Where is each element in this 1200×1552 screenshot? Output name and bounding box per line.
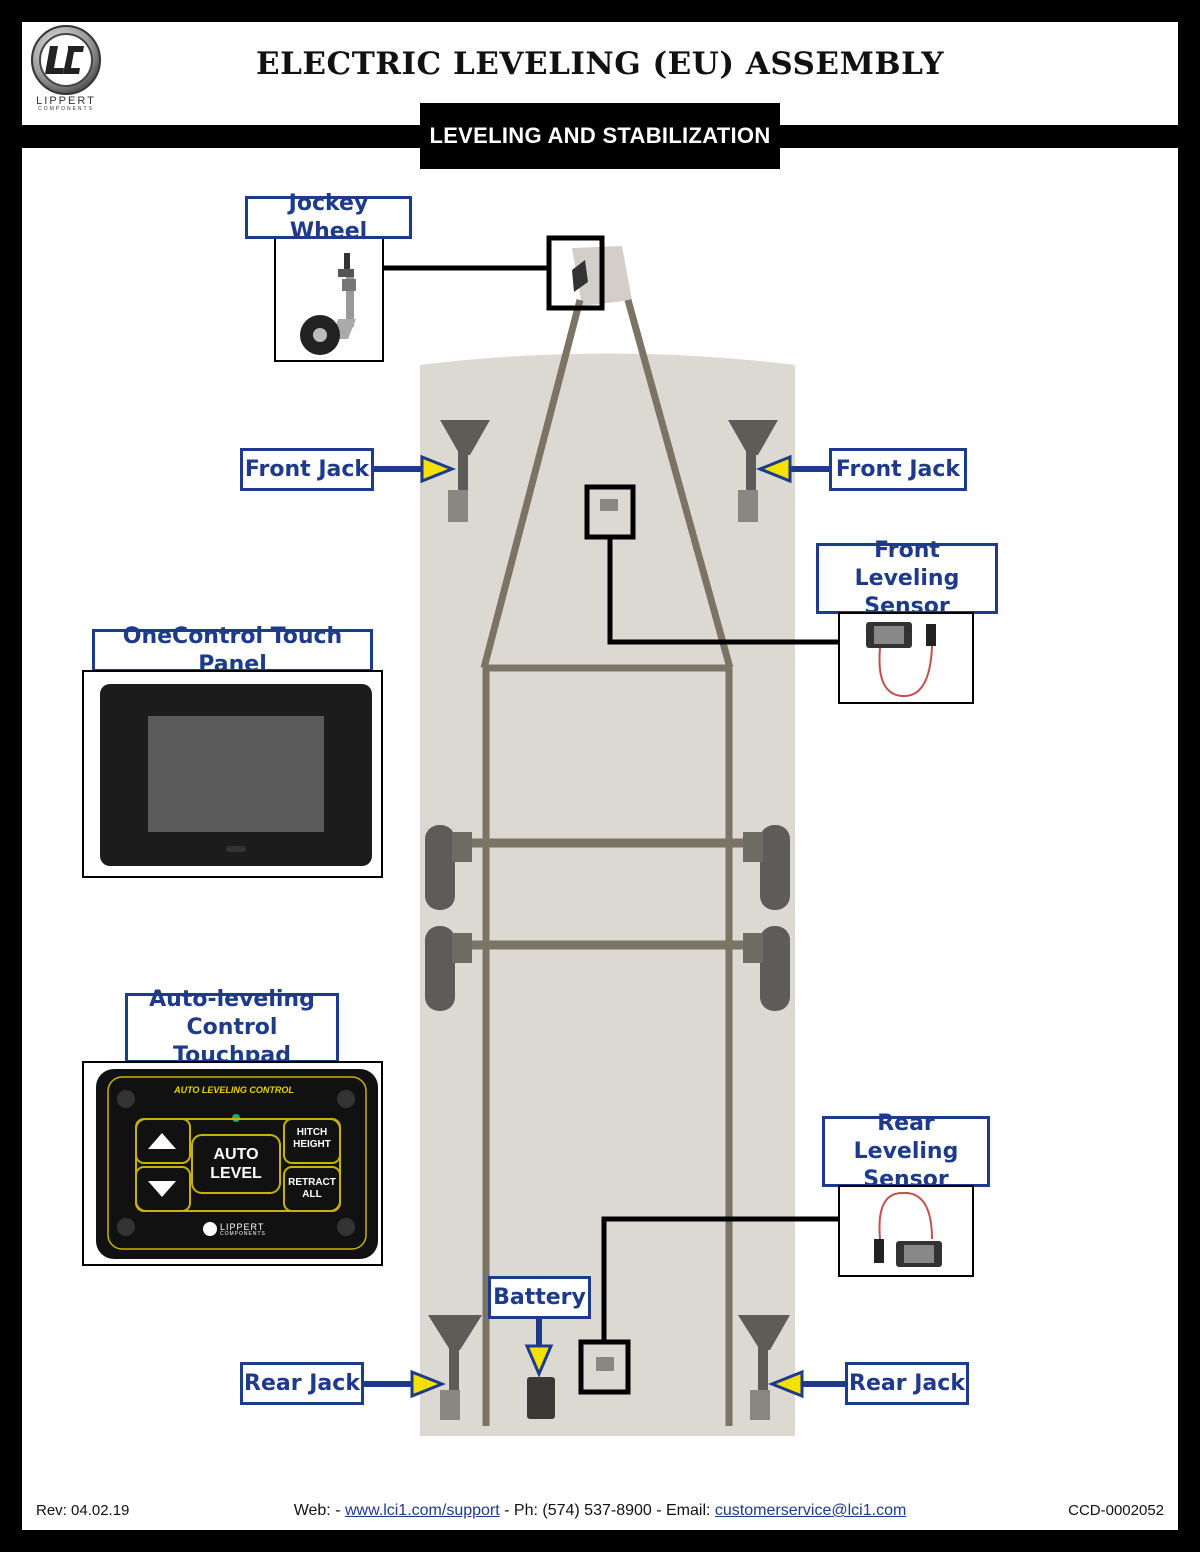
hitch-height-button[interactable]: HITCH HEIGHT — [284, 1127, 340, 1151]
label-touchpad-line1: Auto-leveling — [149, 987, 315, 1012]
logo-sub-text: COMPONENTS — [38, 106, 94, 112]
footer-web-link[interactable]: www.lci1.com/support — [344, 1502, 500, 1519]
label-front-leveling-sensor: Front Leveling Sensor — [816, 538, 998, 619]
footer-doc-id: CCD-0002052 — [1068, 1502, 1164, 1519]
page-title: ELECTRIC LEVELING (EU) ASSEMBLY — [255, 46, 945, 82]
front-jacks — [440, 420, 778, 522]
jockey-highlight — [546, 235, 605, 311]
auto-level-button[interactable]: AUTO LEVEL — [192, 1145, 280, 1183]
down-arrow-icon — [148, 1181, 176, 1197]
hitch-line1: HITCH — [296, 1127, 328, 1138]
auto-level-line1: AUTO — [213, 1146, 259, 1163]
front-sensor-image — [838, 612, 974, 704]
trailer-body — [420, 353, 795, 1436]
leader-lines — [383, 265, 840, 1342]
retract-line1: RETRACT — [288, 1177, 336, 1188]
label-auto-leveling-touchpad: Auto-leveling Control Touchpad — [125, 987, 339, 1068]
label-rear-jack-left: Rear Jack — [240, 1362, 364, 1405]
label-rear-jack-right: Rear Jack — [845, 1362, 969, 1405]
auto-level-line2: LEVEL — [210, 1165, 262, 1182]
chassis-frame — [455, 299, 760, 1426]
label-front-jack-right: Front Jack — [829, 448, 967, 491]
touch-panel-icon — [100, 684, 372, 866]
label-rear-leveling-sensor: Rear Leveling Sensor — [822, 1111, 990, 1192]
section-banner: LEVELING AND STABILIZATION — [420, 103, 780, 169]
touchpad-brand: LIPPERT — [220, 1222, 265, 1232]
wheels — [425, 825, 790, 1011]
retract-all-button[interactable]: RETRACT ALL — [284, 1177, 340, 1201]
footer-web-prefix: Web: - — [293, 1502, 345, 1519]
label-battery: Battery — [488, 1276, 591, 1319]
label-front-sensor-line1: Front Leveling — [854, 537, 960, 591]
label-rear-sensor-line1: Rear Leveling — [853, 1110, 959, 1164]
label-jockey-wheel: Jockey Wheel — [245, 191, 412, 244]
touchpad-brand-sub: COMPONENTS — [220, 1231, 266, 1237]
lippert-logo-icon — [31, 25, 101, 95]
callout-arrows — [362, 454, 848, 1399]
touchpad-image: AUTO LEVELING CONTROL AUTO LEVEL HITCH H… — [82, 1061, 383, 1266]
touch-panel-image — [82, 670, 383, 878]
sensor-icon — [874, 1191, 942, 1267]
touchpad-icon — [96, 1069, 378, 1259]
up-arrow-icon — [148, 1133, 176, 1149]
footer-phone: - Ph: (574) 537-8900 - Email: — [499, 1502, 715, 1519]
retract-line2: ALL — [302, 1189, 322, 1200]
rear-jacks — [428, 1315, 790, 1420]
footer-revision: Rev: 04.02.19 — [36, 1502, 130, 1519]
touchpad-header: AUTO LEVELING CONTROL — [174, 1085, 294, 1095]
logo-brand-text: LIPPERT — [36, 95, 96, 107]
footer-contact: Web: - www.lci1.com/support - Ph: (574) … — [0, 1502, 1200, 1520]
battery-shape — [527, 1377, 555, 1419]
label-onecontrol-touch-panel: OneControl Touch Panel — [92, 624, 373, 677]
hitch-line2: HEIGHT — [293, 1139, 331, 1150]
jockey-wheel-image — [274, 237, 384, 362]
rear-sensor-image — [838, 1185, 974, 1277]
jockey-wheel-icon — [300, 253, 356, 355]
footer-email-link[interactable]: customerservice@lci1.com — [714, 1502, 907, 1519]
section-banner-text: LEVELING AND STABILIZATION — [429, 123, 771, 148]
label-front-jack-left: Front Jack — [240, 448, 374, 491]
sensor-icon — [866, 622, 936, 698]
